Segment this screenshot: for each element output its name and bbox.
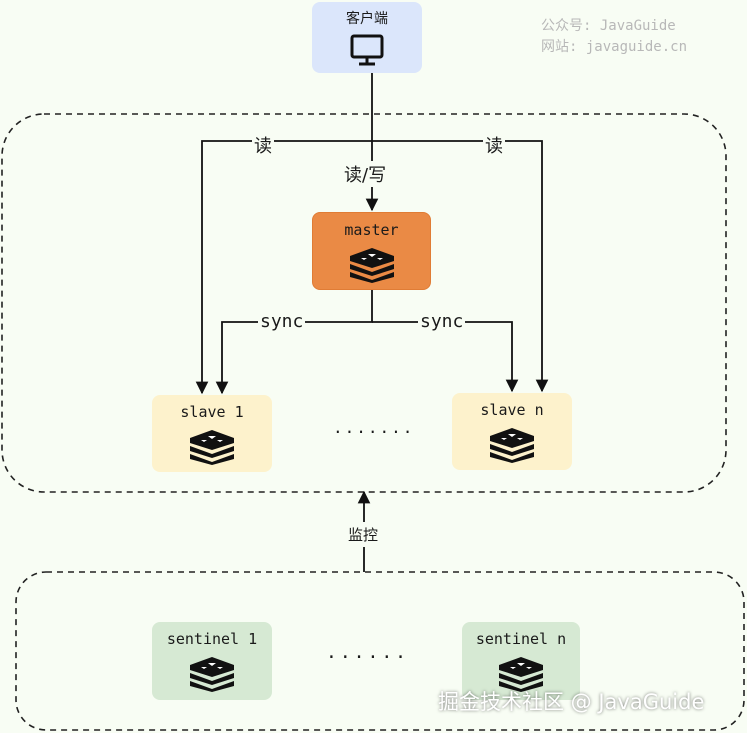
slave-n-node: slave n	[452, 393, 572, 470]
edge-master-slaven	[372, 321, 519, 393]
label-read-write: 读/写	[342, 161, 389, 187]
slave-1-node: slave 1	[152, 395, 272, 472]
watermark-line1: 公众号: JavaGuide	[541, 18, 676, 34]
sentinel-1-label: sentinel 1	[166, 630, 258, 648]
slave-n-label: slave n	[480, 401, 544, 419]
redis-icon	[496, 654, 546, 696]
label-read-left: 读	[252, 132, 274, 158]
sentinel-group-border	[15, 571, 745, 731]
edge-client-slaven	[372, 140, 549, 393]
replication-group-border	[1, 113, 727, 493]
redis-icon	[187, 427, 237, 469]
edge-master-slave1	[215, 290, 373, 395]
sentinel-1-node: sentinel 1	[152, 622, 272, 700]
redis-icon	[487, 425, 537, 467]
slave-1-label: slave 1	[180, 403, 244, 421]
ellipsis-slaves: .......	[333, 418, 415, 437]
label-sync-right: sync	[418, 311, 466, 332]
client-node: 客户端	[312, 2, 422, 73]
sentinel-n-node: sentinel n	[462, 622, 580, 700]
label-sync-left: sync	[258, 311, 306, 332]
label-read-right: 读	[483, 132, 505, 158]
watermark-top: 公众号: JavaGuide 网站: javaguide.cn	[541, 16, 687, 58]
watermark-footer: 掘金技术社区 @ JavaGuide	[438, 690, 705, 714]
sentinel-n-label: sentinel n	[475, 630, 567, 648]
label-monitor: 监控	[346, 522, 381, 547]
redis-icon	[347, 245, 397, 287]
ellipsis-sentinels: ......	[326, 642, 410, 663]
watermark-line2: 网站: javaguide.cn	[541, 39, 688, 55]
master-node: master	[312, 212, 431, 290]
edge-client-slave1	[195, 140, 372, 395]
monitor-icon	[350, 34, 384, 70]
master-label: master	[344, 221, 399, 239]
redis-icon	[187, 654, 237, 696]
client-label: 客户端	[346, 11, 388, 27]
